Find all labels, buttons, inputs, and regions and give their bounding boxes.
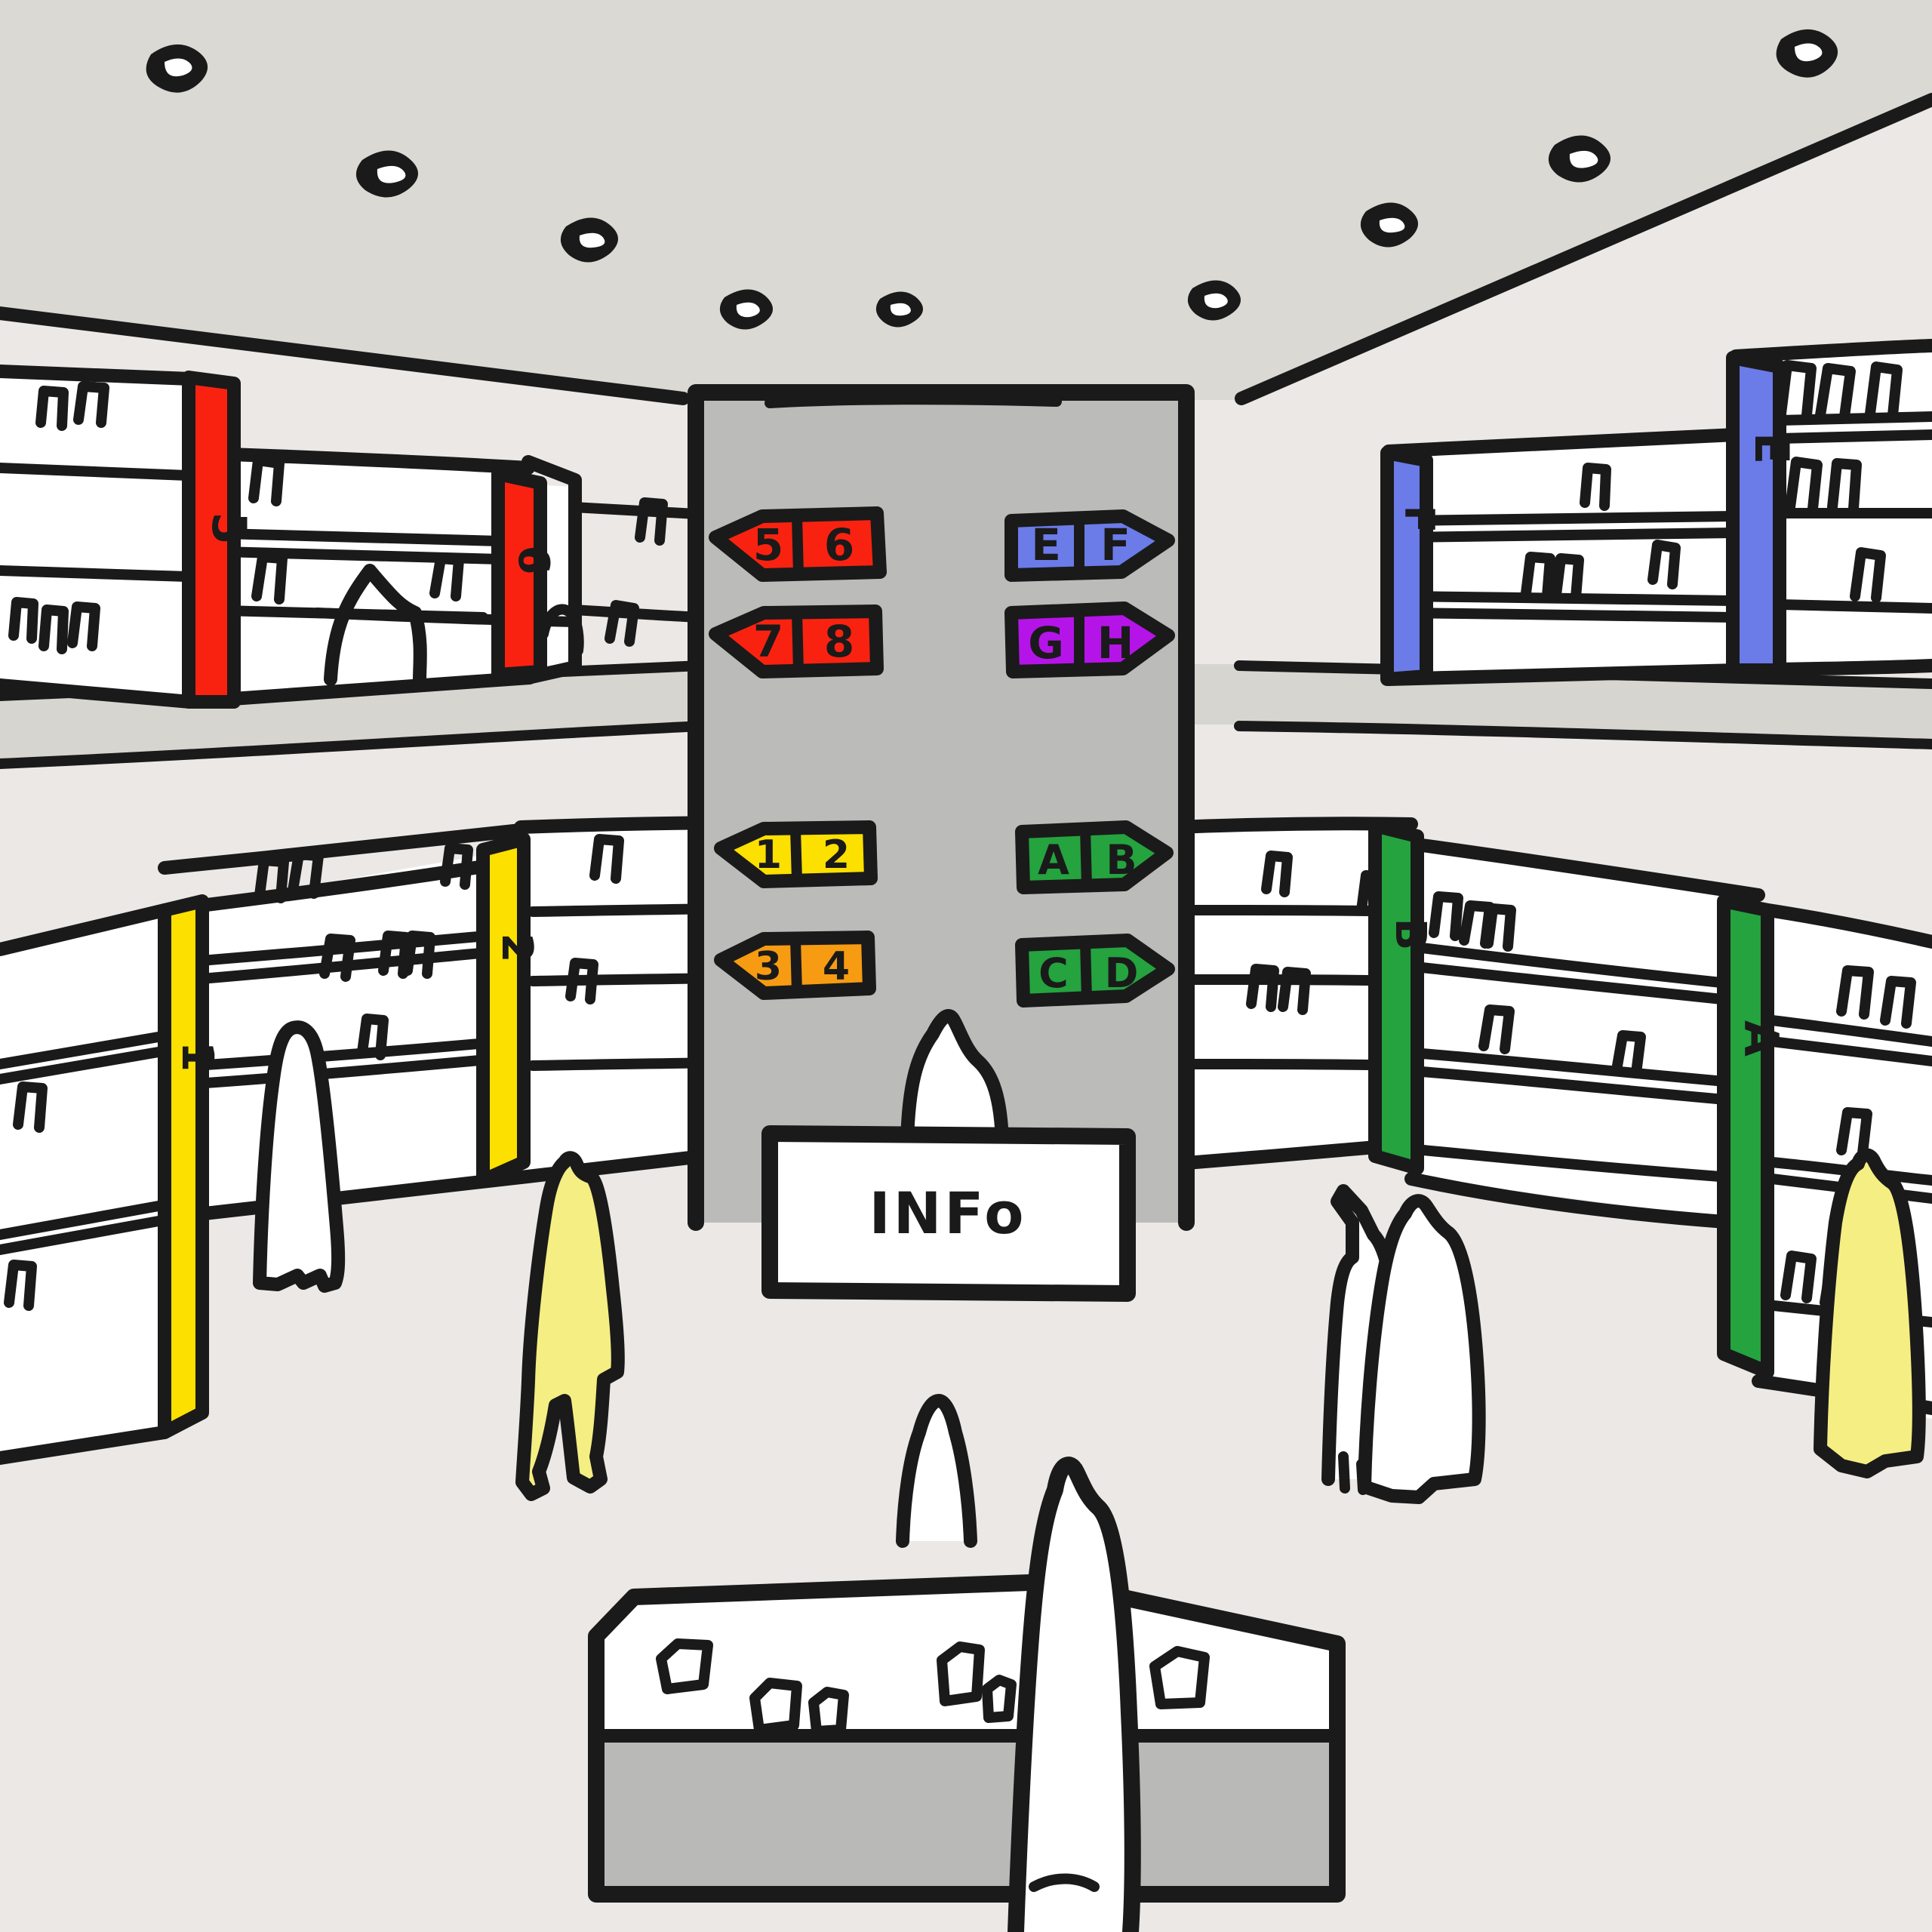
- sign-g-h-text: G: [1011, 607, 1012, 608]
- sign-1-2-cell-1: 2: [823, 832, 850, 878]
- ceiling-light-icon: [719, 289, 773, 330]
- sign-5-6-cell-1: 6: [824, 519, 854, 571]
- aisle-marker-e-label: E: [1744, 432, 1799, 464]
- sign-7-8-cell-0: 7: [753, 616, 783, 667]
- shelf-unit-lower-right: B A: [1171, 817, 1932, 1419]
- sign-1-2-hit[interactable]: 1: [721, 826, 873, 886]
- aisle-marker-6[interactable]: 6: [491, 467, 558, 681]
- aisle-marker-b-hit[interactable]: B: [1374, 824, 1419, 1170]
- sign-c-d-cell-0: C: [1038, 949, 1069, 997]
- aisle-marker-1-label: 1: [172, 1041, 223, 1072]
- aisle-marker-a-label: A: [1734, 1020, 1789, 1057]
- shopper-yellow-center: [515, 1151, 625, 1501]
- sign-c-d-cell-1: D: [1105, 949, 1139, 997]
- aisle-marker-2-hit[interactable]: 2: [481, 838, 525, 1182]
- info-desk-label: INFo: [869, 1180, 1027, 1247]
- shopper-yellow-right: [1814, 1148, 1926, 1478]
- sign-1-2[interactable]: 1 2: [714, 820, 878, 888]
- aisle-marker-5[interactable]: 5: [182, 371, 257, 709]
- sign-g-h-cell-1: H: [1097, 617, 1134, 669]
- shopper-white-at-table: [1008, 1457, 1141, 1932]
- aisle-marker-b[interactable]: B: [1368, 819, 1435, 1175]
- sign-a-b[interactable]: A B: [1015, 820, 1174, 894]
- ceiling-light-icon: [1360, 202, 1418, 248]
- sign-1-2-cell-0: 1: [755, 832, 782, 878]
- sign-7-8-text: 7: [715, 610, 716, 611]
- shopper-white-pair-right: [1358, 1194, 1486, 1504]
- sign-g-h-cell-0: G: [1028, 617, 1064, 669]
- aisle-marker-b-label: B: [1386, 918, 1435, 951]
- ceiling-light-icon: [875, 291, 923, 328]
- aisle-marker-2[interactable]: 2: [476, 832, 541, 1187]
- sign-3-4[interactable]: 3 4: [714, 931, 876, 1000]
- sign-c-d[interactable]: C D: [1015, 934, 1175, 1008]
- aisle-marker-f-hit[interactable]: F: [1386, 451, 1428, 681]
- sign-a-b-cell-0: A: [1038, 836, 1069, 884]
- ceiling-light-icon: [146, 44, 208, 93]
- sign-5-6-cell-0: 5: [753, 519, 783, 571]
- sign-g-h[interactable]: G H: [1004, 601, 1175, 678]
- display-table[interactable]: [588, 1394, 1346, 1932]
- shopper-white-aisle1: [253, 1020, 346, 1293]
- sign-5-6[interactable]: 5 6: [709, 506, 887, 582]
- sign-7-8[interactable]: 7 8: [709, 605, 884, 678]
- aisle-marker-e[interactable]: E: [1726, 351, 1799, 677]
- display-table-hit[interactable]: [596, 1582, 1339, 1896]
- aisle-marker-a-hit[interactable]: A: [1722, 900, 1769, 1374]
- ceiling-lights: [146, 29, 1838, 330]
- info-desk-text: INFo: [770, 1132, 771, 1133]
- sign-a-b-hit[interactable]: A: [1022, 826, 1170, 891]
- aisle-marker-f-label: F: [1395, 506, 1443, 534]
- ceiling-light-icon: [355, 150, 418, 198]
- shopper-white-behind-table: [896, 1394, 977, 1548]
- sign-3-4-cell-1: 4: [823, 944, 850, 989]
- sign-3-4-cell-0: 3: [755, 944, 782, 989]
- aisle-marker-5-label: 5: [202, 512, 257, 544]
- aisle-marker-1[interactable]: 1: [158, 894, 223, 1439]
- sign-3-4-hit[interactable]: 3: [721, 936, 872, 998]
- ceiling-light-icon: [560, 217, 618, 263]
- sign-e-f-cell-0: E: [1031, 519, 1061, 571]
- shelf-unit-lower-left: 1 2: [0, 816, 761, 1465]
- sign-7-8-hit[interactable]: 7: [715, 610, 880, 676]
- sign-7-8-cell-1: 8: [824, 616, 854, 667]
- aisle-marker-1-hit[interactable]: 1: [163, 900, 204, 1434]
- sign-g-h-hit[interactable]: G: [1011, 607, 1171, 675]
- sign-e-f-cell-1: F: [1100, 519, 1131, 571]
- shelf-unit-upper-right: F E: [1380, 339, 1932, 686]
- aisle-marker-f[interactable]: F: [1380, 446, 1443, 686]
- ceiling-light-icon: [1187, 280, 1241, 321]
- ceiling-plane: [0, 0, 1932, 400]
- aisle-marker-e-hit[interactable]: E: [1731, 356, 1781, 672]
- sign-a-b-cell-1: B: [1106, 836, 1137, 884]
- aisle-marker-5-hit[interactable]: 5: [189, 376, 235, 703]
- sign-c-d-text: C: [1022, 939, 1023, 940]
- ceiling-light-icon: [1776, 29, 1838, 78]
- aisle-marker-2-label: 2: [492, 934, 541, 963]
- sign-5-6-hit[interactable]: 5: [715, 512, 883, 580]
- aisle-marker-e-text: E: [1731, 356, 1732, 357]
- aisle-marker-6-hit[interactable]: 6: [497, 472, 542, 676]
- sign-c-d-hit[interactable]: C: [1022, 939, 1171, 1004]
- aisle-marker-6-label: 6: [509, 546, 558, 575]
- info-desk[interactable]: INFo: [761, 1009, 1136, 1302]
- sign-e-f[interactable]: E F: [1004, 509, 1175, 582]
- info-desk-hit[interactable]: INFo: [770, 1132, 1129, 1295]
- ceiling-light-icon: [1548, 135, 1611, 183]
- sign-e-f-hit[interactable]: E: [1011, 515, 1171, 580]
- central-pillar: [688, 384, 1195, 1231]
- aisle-marker-a[interactable]: A: [1717, 894, 1789, 1379]
- shelf-unit-upper-left: 5 6: [0, 365, 715, 709]
